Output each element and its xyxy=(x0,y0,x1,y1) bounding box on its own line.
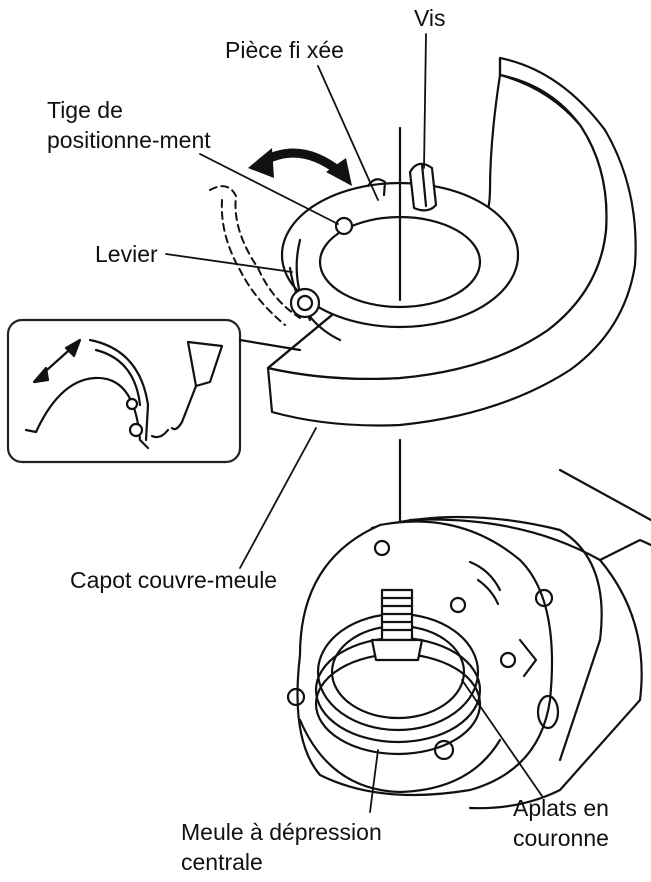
label-tige-line1: Tige de xyxy=(47,97,123,123)
label-levier: Levier xyxy=(95,241,158,267)
grinder-body xyxy=(286,468,651,810)
leader-meule xyxy=(369,749,379,813)
leader-capot xyxy=(239,427,317,569)
rotation-arrow xyxy=(257,148,345,177)
lever-dashed-outline xyxy=(209,185,301,326)
label-aplats-line2: couronne xyxy=(513,825,609,851)
label-tige-line2: positionne-ment xyxy=(47,127,211,153)
label-capot: Capot couvre-meule xyxy=(70,567,278,593)
leader-piece xyxy=(317,65,379,201)
leader-tige xyxy=(199,153,339,225)
label-vis: Vis xyxy=(414,5,446,31)
label-meule-line2: centrale xyxy=(181,849,263,875)
inset-detail xyxy=(6,318,242,464)
label-aplats-line1: Aplats en xyxy=(513,795,609,821)
rotation-arrowhead-right xyxy=(326,158,352,186)
label-piece-fixee: Pièce fi xée xyxy=(225,37,344,63)
label-meule-line1: Meule à dépression xyxy=(181,819,382,845)
leader-levier xyxy=(165,253,293,273)
leader-aplats xyxy=(461,679,543,797)
leader-vis xyxy=(423,33,427,169)
rotation-arrowhead-left xyxy=(248,148,274,178)
inset-pointer xyxy=(238,338,302,352)
leader-lines xyxy=(165,33,543,813)
